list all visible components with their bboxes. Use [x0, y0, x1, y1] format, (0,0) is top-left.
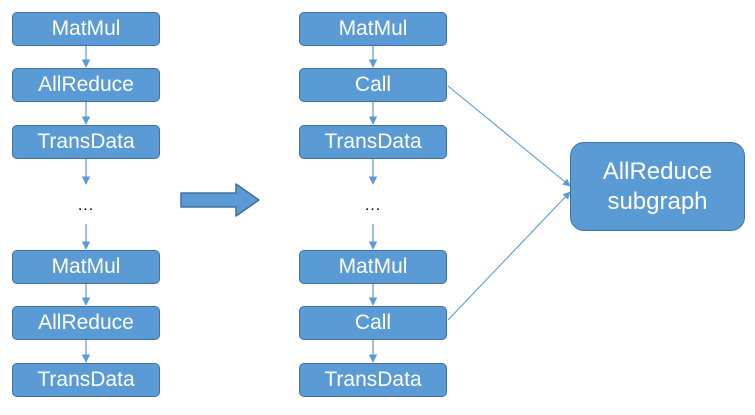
right-ellipsis: ...	[364, 197, 382, 214]
subgraph-label-line1: AllReduce	[602, 157, 713, 185]
right-node-call-2: Call	[299, 306, 447, 340]
left-node-matmul-2: MatMul	[12, 250, 160, 284]
left-node-matmul-1: MatMul	[12, 12, 160, 46]
allreduce-subgraph-node: AllReduce subgraph	[570, 142, 745, 231]
right-node-transdata-2: TransData	[299, 363, 447, 397]
right-node-matmul-2: MatMul	[299, 250, 447, 284]
right-node-matmul-1: MatMul	[299, 12, 447, 46]
transform-arrow	[180, 183, 260, 217]
right-node-call-1: Call	[299, 68, 447, 102]
left-node-transdata-2: TransData	[12, 363, 160, 397]
left-ellipsis: ...	[77, 197, 95, 214]
arrow-call-1-to-subgraph	[447, 85, 571, 187]
right-node-transdata-1: TransData	[299, 125, 447, 159]
left-node-transdata-1: TransData	[12, 125, 160, 159]
left-node-allreduce-2: AllReduce	[12, 306, 160, 340]
subgraph-label-line2: subgraph	[607, 187, 708, 215]
left-node-allreduce-1: AllReduce	[12, 68, 160, 102]
arrow-call-2-to-subgraph	[447, 191, 571, 321]
